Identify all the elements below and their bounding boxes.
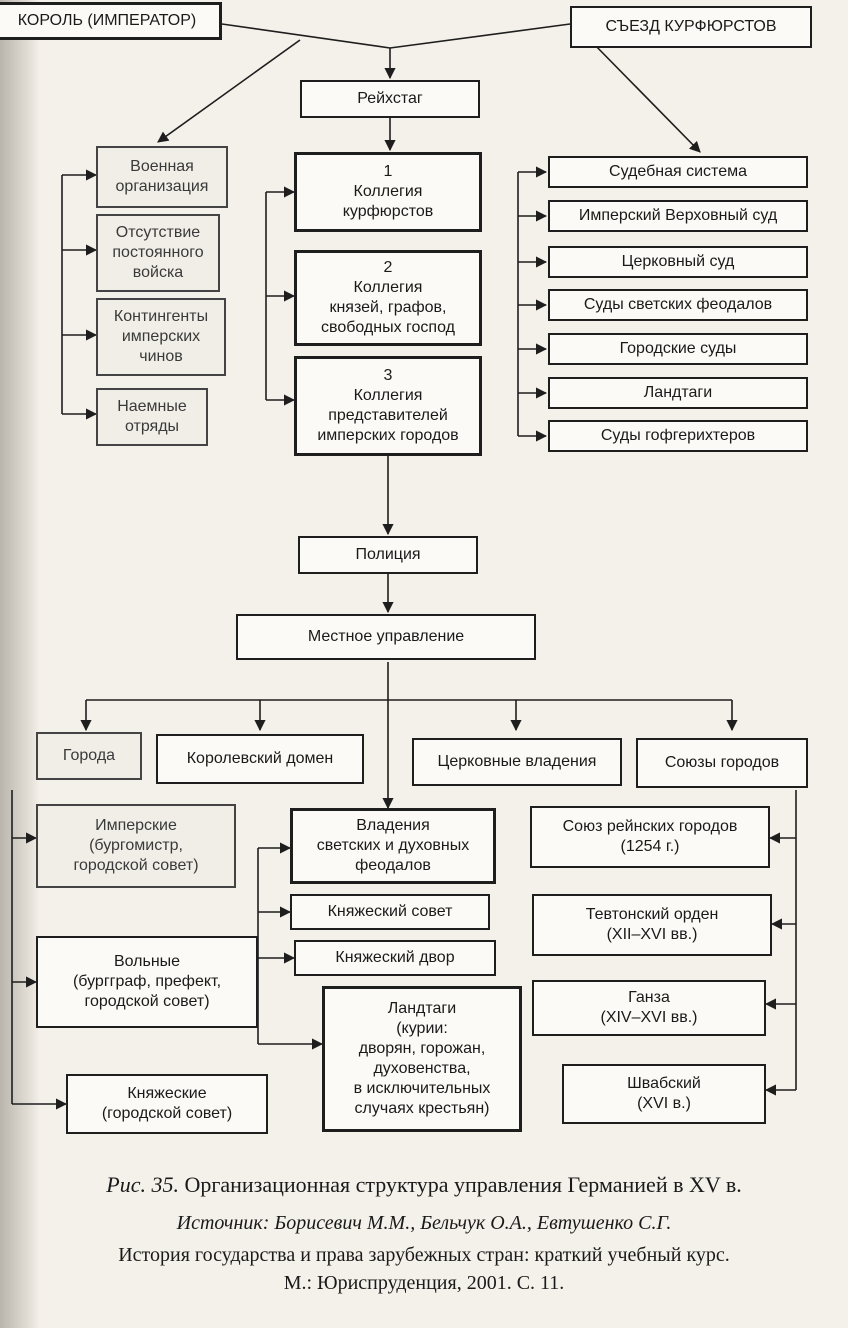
source-label: Источник: xyxy=(176,1212,270,1234)
no-standing-army-box: Отсутствие постоянного войска xyxy=(96,214,220,292)
military-organization-label: Военная организация xyxy=(115,158,209,195)
royal-domain-label: Королевский домен xyxy=(186,750,334,767)
cities-box: Города xyxy=(36,732,142,780)
imperial-supreme-court-label: Имперский Верховный суд xyxy=(578,207,778,224)
princely-cities-box: Княжеские (городской совет) xyxy=(66,1074,268,1134)
source-authors: Борисевич М.М., Бельчук О.А., Евтушенко … xyxy=(274,1212,672,1234)
college-electors-label: 1 Коллегия курфюрстов xyxy=(342,163,434,220)
city-courts-box: Городские суды xyxy=(548,333,808,365)
teutonic-order-box: Тевтонский орден (XII–XVI вв.) xyxy=(532,894,772,956)
princely-cities-label: Княжеские (городской совет) xyxy=(101,1085,233,1122)
church-court-box: Церковный суд xyxy=(548,246,808,278)
church-possessions-label: Церковные владения xyxy=(437,753,597,770)
source-book: История государства и права зарубежных с… xyxy=(118,1244,730,1266)
princely-council-label: Княжеский совет xyxy=(327,903,453,920)
imperial-cities-label: Имперские (бургомистр, городской совет) xyxy=(73,817,199,874)
swabian-union-box: Швабский (XVI в.) xyxy=(562,1064,766,1124)
feudal-possessions-box: Владения светских и духовных феодалов xyxy=(290,808,496,884)
secular-feudal-courts-label: Суды светских феодалов xyxy=(583,296,773,313)
mercenaries-label: Наемные отряды xyxy=(117,398,187,435)
local-government-label: Местное управление xyxy=(307,628,465,645)
electors-congress-label: СЪЕЗД КУРФЮРСТОВ xyxy=(605,18,777,35)
imperial-supreme-court-box: Имперский Верховный суд xyxy=(548,200,808,232)
royal-domain-box: Королевский домен xyxy=(156,734,364,784)
princely-court-box: Княжеский двор xyxy=(294,940,496,976)
city-unions-label: Союзы городов xyxy=(664,754,780,771)
college-cities-label: 3 Коллегия представителей имперских горо… xyxy=(317,367,459,444)
hansa-box: Ганза (XIV–XVI вв.) xyxy=(532,980,766,1036)
page-edge-shadow xyxy=(0,0,40,1328)
landtags-curiae-box: Ландтаги (курии: дворян, горожан, духове… xyxy=(322,986,522,1132)
judicial-system-label: Судебная система xyxy=(609,163,747,180)
local-government-box: Местное управление xyxy=(236,614,536,660)
college-electors-box: 1 Коллегия курфюрстов xyxy=(294,152,482,232)
police-box: Полиция xyxy=(298,536,478,574)
hansa-label: Ганза (XIV–XVI вв.) xyxy=(600,989,698,1026)
landtags-curiae-label: Ландтаги (курии: дворян, горожан, духове… xyxy=(353,1000,491,1117)
no-standing-army-label: Отсутствие постоянного войска xyxy=(112,224,204,281)
source-line: Источник: Борисевич М.М., Бельчук О.А., … xyxy=(0,1212,848,1235)
figure-caption: Рис. 35. Организационная структура управ… xyxy=(0,1172,848,1198)
figure-label: Рис. 35. xyxy=(106,1172,179,1197)
teutonic-order-label: Тевтонский орден (XII–XVI вв.) xyxy=(585,906,719,943)
city-courts-label: Городские суды xyxy=(619,340,737,357)
figure-title: Организационная структура управления Гер… xyxy=(184,1172,742,1197)
free-cities-label: Вольные (бургграф, префект, городской со… xyxy=(72,953,222,1010)
secular-feudal-courts-box: Суды светских феодалов xyxy=(548,289,808,321)
mercenaries-box: Наемные отряды xyxy=(96,388,208,446)
police-label: Полиция xyxy=(355,546,421,563)
source-publisher: М.: Юриспруденция, 2001. С. 11. xyxy=(283,1272,565,1294)
landtags-box: Ландтаги xyxy=(548,377,808,409)
king-label: КОРОЛЬ (ИМПЕРАТОР) xyxy=(17,12,197,29)
feudal-possessions-label: Владения светских и духовных феодалов xyxy=(316,817,470,874)
reichstag-label: Рейхстаг xyxy=(357,90,423,107)
church-possessions-box: Церковные владения xyxy=(412,738,622,786)
college-princes-label: 2 Коллегия князей, графов, свободных гос… xyxy=(321,259,455,336)
princely-court-label: Княжеский двор xyxy=(335,949,455,966)
princely-council-box: Княжеский совет xyxy=(290,894,490,930)
imperial-contingents-box: Контингенты имперских чинов xyxy=(96,298,226,376)
city-unions-box: Союзы городов xyxy=(636,738,808,788)
hofgericht-courts-label: Суды гофгерихтеров xyxy=(600,427,756,444)
judicial-system-box: Судебная система xyxy=(548,156,808,188)
rhine-union-box: Союз рейнских городов (1254 г.) xyxy=(530,806,770,868)
imperial-cities-box: Имперские (бургомистр, городской совет) xyxy=(36,804,236,888)
reichstag-box: Рейхстаг xyxy=(300,80,480,118)
cities-label: Города xyxy=(62,747,116,764)
rhine-union-label: Союз рейнских городов (1254 г.) xyxy=(562,818,738,855)
hofgericht-courts-box: Суды гофгерихтеров xyxy=(548,420,808,452)
military-organization-box: Военная организация xyxy=(96,146,228,208)
swabian-union-label: Швабский (XVI в.) xyxy=(627,1075,701,1112)
college-princes-box: 2 Коллегия князей, графов, свободных гос… xyxy=(294,250,482,346)
electors-congress-box: СЪЕЗД КУРФЮРСТОВ xyxy=(570,6,812,48)
king-box: КОРОЛЬ (ИМПЕРАТОР) xyxy=(0,2,222,40)
imperial-contingents-label: Контингенты имперских чинов xyxy=(113,308,209,365)
landtags-label: Ландтаги xyxy=(643,384,713,401)
college-cities-box: 3 Коллегия представителей имперских горо… xyxy=(294,356,482,456)
church-court-label: Церковный суд xyxy=(621,253,735,270)
free-cities-box: Вольные (бургграф, префект, городской со… xyxy=(36,936,258,1028)
